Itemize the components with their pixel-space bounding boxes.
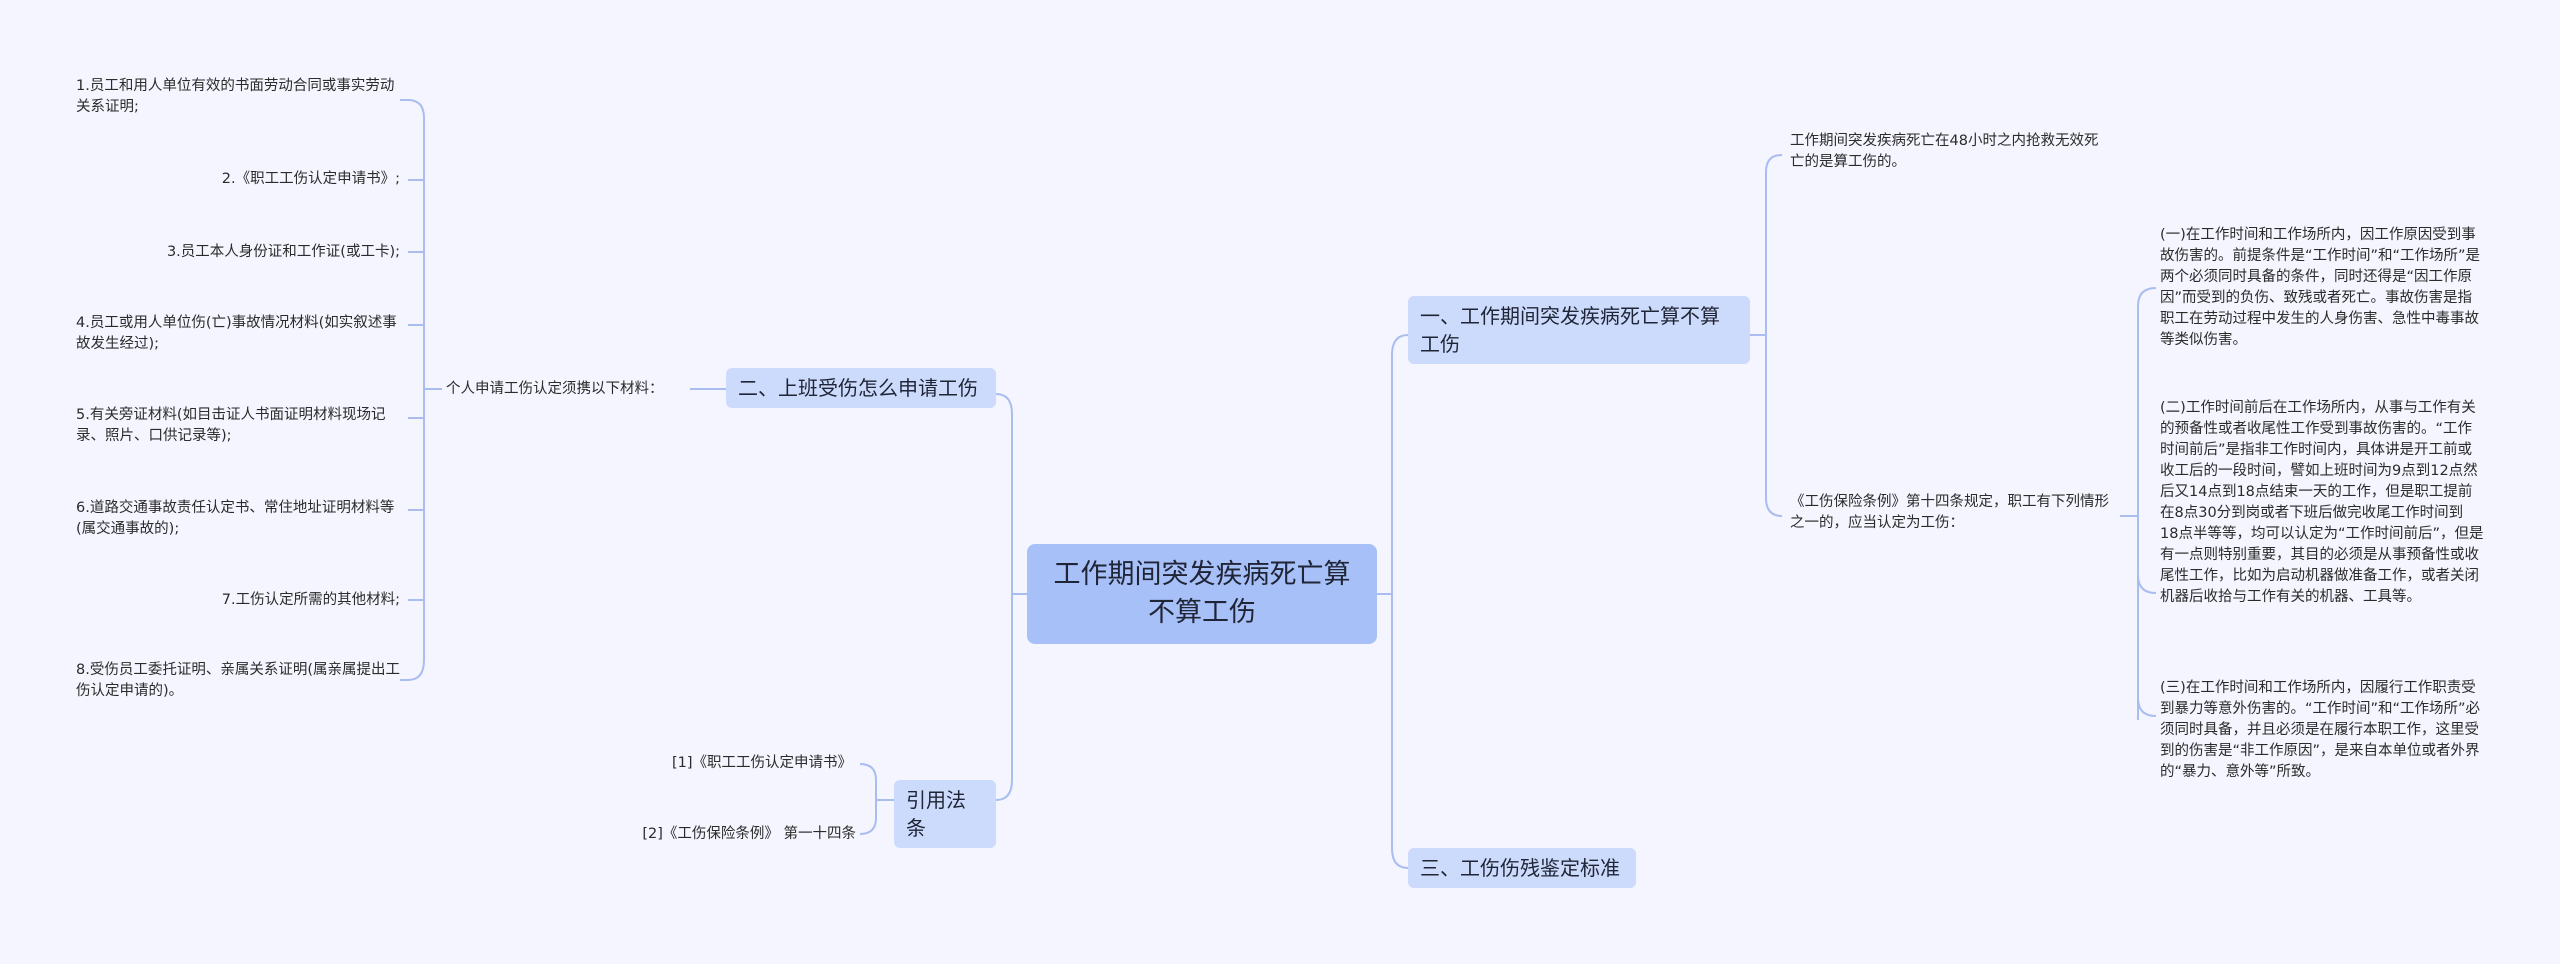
b3-item-2-text: [2]《工伤保险条例》 第一十四条 [642,826,856,842]
connector-root-to-b3 [995,594,1013,801]
b1-sub1-text: 工作期间突发疾病死亡在48小时之内抢救无效死亡的是算工伤的。 [1790,133,2099,170]
connector-sub2-details [2120,287,2157,720]
b1-sub1: 工作期间突发疾病死亡在48小时之内抢救无效死亡的是算工伤的。 [1790,131,2110,173]
b1-sub2-text: 《工伤保险条例》第十四条规定，职工有下列情形之一的，应当认定为工伤： [1790,494,2109,531]
b2-item-4-text: 4.员工或用人单位伤(亡)事故情况材料(如实叙述事故发生经过); [76,315,397,352]
b1-sub2: 《工伤保险条例》第十四条规定，职工有下列情形之一的，应当认定为工伤： [1790,492,2112,534]
b2-item-2-text: 2.《职工工伤认定申请书》; [221,171,400,187]
connector-b1-children [1750,154,1783,517]
b1-detail-3: (三)在工作时间和工作场所内，因履行工作职责受到暴力等意外伤害的。“工作时间”和… [2160,678,2486,783]
b2-item-3-text: 3.员工本人身份证和工作证(或工卡); [166,244,400,260]
b2-item-6: 6.道路交通事故责任认定书、常住地址证明材料等(属交通事故的); [76,498,400,540]
b3-item-1-text: [1]《职工工伤认定申请书》 [671,755,852,771]
branch-b2-label: 二、上班受伤怎么申请工伤 [738,376,978,400]
connector-root-to-b4 [1391,594,1409,869]
branch-b4[interactable]: 三、工伤伤残鉴定标准 [1408,848,1636,888]
b2-mid: 个人申请工伤认定须携以下材料： [446,379,690,400]
branch-b4-label: 三、工伤伤残鉴定标准 [1420,856,1620,880]
branch-b1[interactable]: 一、工作期间突发疾病死亡算不算工伤 [1408,296,1750,364]
b1-detail-1: (一)在工作时间和工作场所内，因工作原因受到事故伤害的。前提条件是“工作时间”和… [2160,225,2486,351]
b1-detail-2: (二)工作时间前后在工作场所内，从事与工作有关的预备性或者收尾性工作受到事故伤害… [2160,398,2486,608]
root-topic-label: 工作期间突发疾病死亡算不算工伤 [1053,559,1351,628]
b2-item-7-text: 7.工伤认定所需的其他材料; [221,592,400,608]
b2-item-6-text: 6.道路交通事故责任认定书、常住地址证明材料等(属交通事故的); [76,500,395,537]
b2-item-3: 3.员工本人身份证和工作证(或工卡); [76,242,400,263]
b2-item-5-text: 5.有关旁证材料(如目击证人书面证明材料现场记录、照片、口供记录等); [76,407,386,444]
b3-item-2: [2]《工伤保险条例》 第一十四条 [560,824,856,845]
b2-item-2: 2.《职工工伤认定申请书》; [76,169,400,190]
b2-item-7: 7.工伤认定所需的其他材料; [76,590,400,611]
connector-root-to-b2 [995,393,1027,595]
connector-mid-items [400,99,442,681]
branch-b2[interactable]: 二、上班受伤怎么申请工伤 [726,368,996,408]
b1-detail-1-text: (一)在工作时间和工作场所内，因工作原因受到事故伤害的。前提条件是“工作时间”和… [2160,227,2481,348]
branch-b3-label: 引用法条 [906,788,966,840]
b2-item-1-text: 1.员工和用人单位有效的书面劳动合同或事实劳动关系证明; [76,78,395,115]
b1-detail-3-text: (三)在工作时间和工作场所内，因履行工作职责受到暴力等意外伤害的。“工作时间”和… [2160,680,2481,780]
b3-item-1: [1]《职工工伤认定申请书》 [560,753,852,774]
b2-mid-text: 个人申请工伤认定须携以下材料： [446,381,664,397]
b2-item-5: 5.有关旁证材料(如目击证人书面证明材料现场记录、照片、口供记录等); [76,405,400,447]
b2-item-4: 4.员工或用人单位伤(亡)事故情况材料(如实叙述事故发生经过); [76,313,400,355]
b2-item-1: 1.员工和用人单位有效的书面劳动合同或事实劳动关系证明; [76,76,400,118]
branch-b3[interactable]: 引用法条 [894,780,996,848]
connector-b3-items [859,763,894,835]
connector-root-to-b1 [1377,334,1409,595]
b1-detail-2-text: (二)工作时间前后在工作场所内，从事与工作有关的预备性或者收尾性工作受到事故伤害… [2160,400,2484,605]
root-topic[interactable]: 工作期间突发疾病死亡算不算工伤 [1027,544,1377,644]
b2-item-8-text: 8.受伤员工委托证明、亲属关系证明(属亲属提出工伤认定申请的)。 [76,662,400,699]
b2-item-8: 8.受伤员工委托证明、亲属关系证明(属亲属提出工伤认定申请的)。 [76,660,400,702]
branch-b1-label: 一、工作期间突发疾病死亡算不算工伤 [1420,304,1720,356]
